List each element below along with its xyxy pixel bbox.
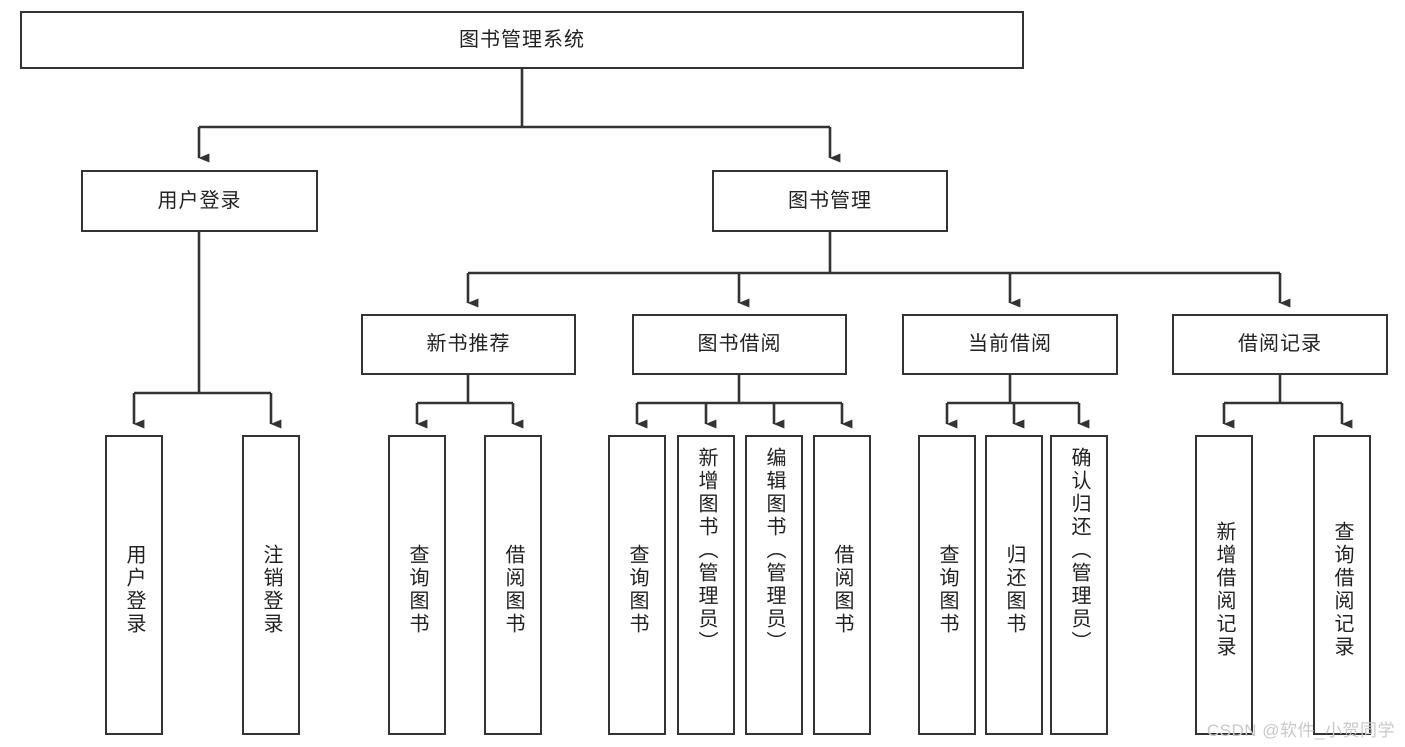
node-leaf-user-login-label: 用户登录 (123, 544, 145, 636)
node-borrow-record-label: 借阅记录 (1238, 333, 1322, 356)
node-leaf-return-book[interactable]: 归还图书 (985, 435, 1043, 735)
node-leaf-query-book-1-label: 查询图书 (406, 544, 428, 636)
node-leaf-logout[interactable]: 注销登录 (242, 435, 300, 735)
node-leaf-query-book-1[interactable]: 查询图书 (388, 435, 446, 735)
node-leaf-query-book-3-label: 查询图书 (936, 544, 958, 636)
node-leaf-query-record[interactable]: 查询借阅记录 (1313, 435, 1371, 735)
node-current-borrow[interactable]: 当前借阅 (902, 314, 1118, 375)
node-current-borrow-label: 当前借阅 (968, 333, 1052, 356)
node-leaf-borrow-book-2-label: 借阅图书 (831, 544, 853, 636)
node-borrow-record[interactable]: 借阅记录 (1172, 314, 1388, 375)
node-book-manage[interactable]: 图书管理 (712, 170, 948, 232)
node-leaf-confirm-return[interactable]: 确认归还（管理员） (1050, 435, 1108, 735)
node-leaf-edit-book-label: 编辑图书（管理员） (763, 447, 785, 654)
node-leaf-borrow-book-2[interactable]: 借阅图书 (813, 435, 871, 735)
node-leaf-add-book[interactable]: 新增图书（管理员） (677, 435, 735, 735)
node-leaf-add-book-label: 新增图书（管理员） (695, 447, 717, 654)
node-user-login[interactable]: 用户登录 (81, 170, 318, 232)
node-new-book-recommend-label: 新书推荐 (426, 333, 511, 356)
node-leaf-logout-label: 注销登录 (260, 544, 282, 636)
node-leaf-confirm-return-label: 确认归还（管理员） (1068, 447, 1090, 654)
node-leaf-query-book-2-label: 查询图书 (626, 544, 648, 636)
node-leaf-add-record[interactable]: 新增借阅记录 (1195, 435, 1253, 735)
node-book-manage-label: 图书管理 (788, 189, 872, 212)
node-leaf-return-book-label: 归还图书 (1003, 544, 1025, 636)
node-leaf-query-record-label: 查询借阅记录 (1331, 521, 1353, 659)
watermark-text: CSDN @软件_小贺同学 (1206, 721, 1395, 740)
node-leaf-borrow-book-1-label: 借阅图书 (502, 544, 524, 636)
node-root[interactable]: 图书管理系统 (20, 11, 1024, 69)
node-leaf-borrow-book-1[interactable]: 借阅图书 (484, 435, 542, 735)
node-leaf-add-record-label: 新增借阅记录 (1213, 521, 1235, 659)
node-leaf-query-book-2[interactable]: 查询图书 (608, 435, 666, 735)
node-leaf-query-book-3[interactable]: 查询图书 (918, 435, 976, 735)
node-book-borrow-label: 图书借阅 (697, 333, 782, 356)
node-new-book-recommend[interactable]: 新书推荐 (361, 314, 576, 375)
node-book-borrow[interactable]: 图书借阅 (632, 314, 847, 375)
node-root-label: 图书管理系统 (459, 28, 585, 51)
node-leaf-edit-book[interactable]: 编辑图书（管理员） (745, 435, 803, 735)
node-user-login-label: 用户登录 (157, 189, 242, 212)
node-leaf-user-login[interactable]: 用户登录 (105, 435, 163, 735)
